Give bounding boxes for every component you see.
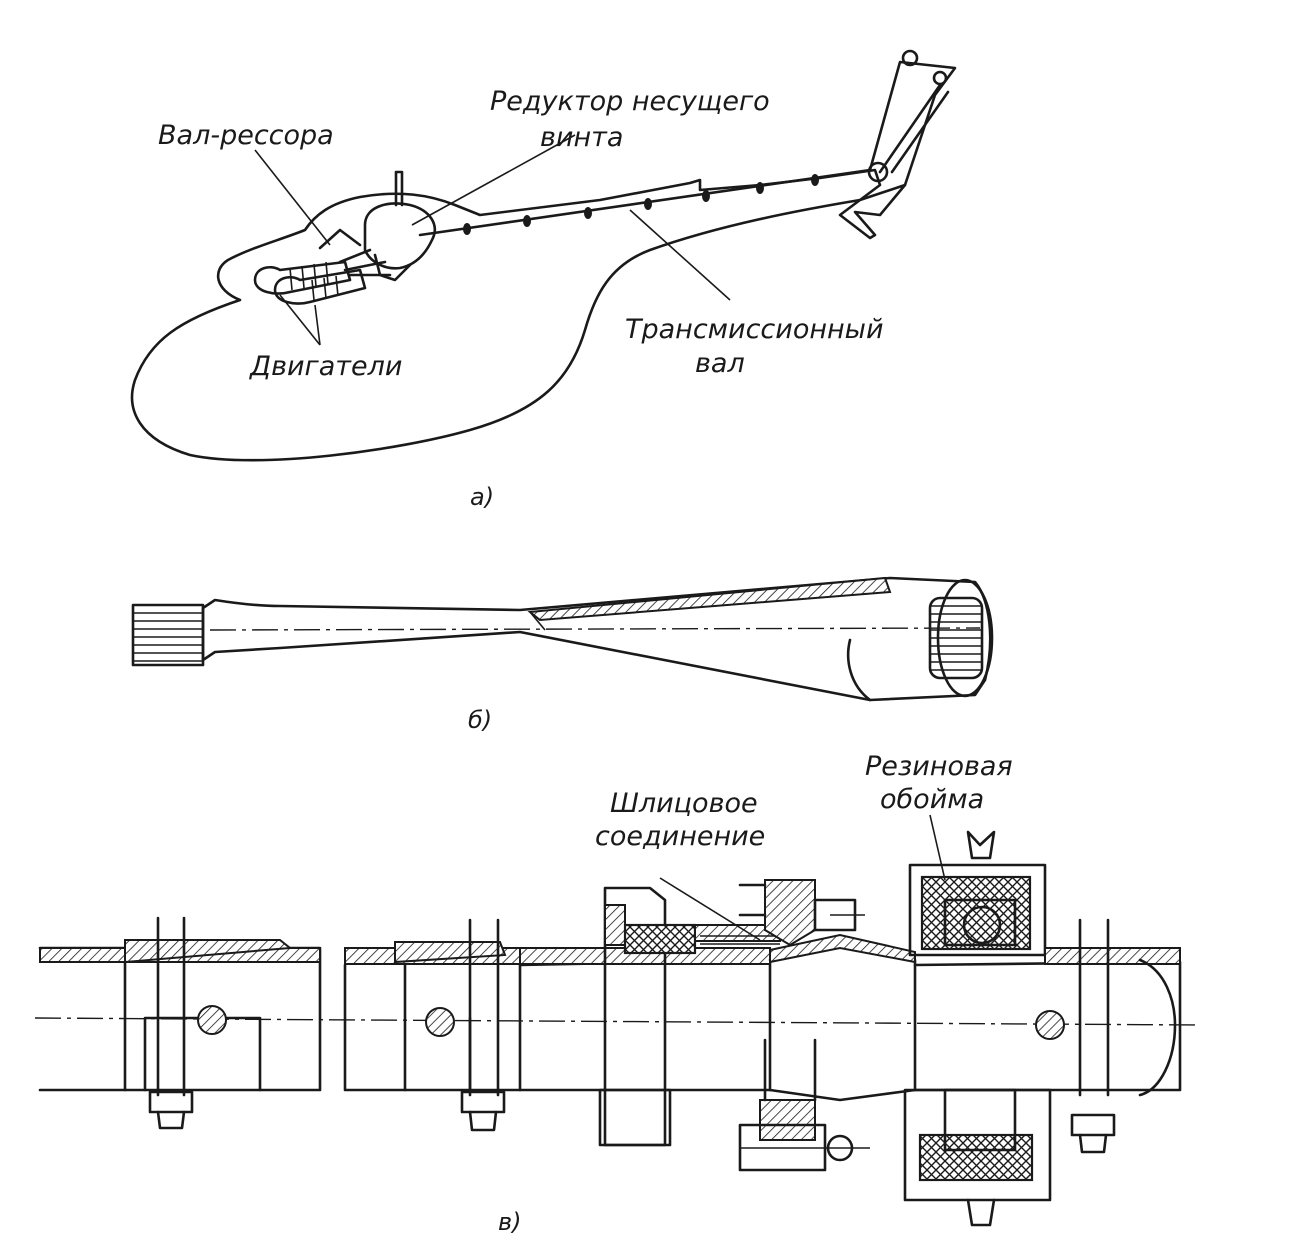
- rotor-mast: [394, 170, 404, 207]
- leader-transmission: [629, 209, 731, 301]
- spline-rubber-insert: [623, 923, 697, 955]
- intermediate-gearbox-icon: [867, 161, 889, 183]
- left-spline-end: [131, 603, 205, 667]
- label-gearbox-line2: винта: [540, 122, 623, 153]
- right-nut-icon: [1070, 1113, 1116, 1137]
- rubber-sleeve-upper: [920, 875, 1032, 951]
- shaft-centerline: [209, 627, 981, 631]
- right-tube-wall: [1044, 947, 1181, 965]
- right-pin-icon: [1035, 1010, 1065, 1040]
- caption-a: а): [470, 483, 494, 511]
- label-shaft-spring: Вал-рессора: [158, 120, 334, 151]
- main-gearbox: [363, 202, 437, 270]
- shaft-body: [201, 576, 992, 702]
- label-engines: Двигатели: [249, 351, 402, 382]
- fuselage-outline: [130, 168, 882, 462]
- middle-pin-icon: [425, 1007, 455, 1037]
- label-rubber-line2: обойма: [880, 784, 984, 815]
- label-spline-line2: соединение: [595, 821, 765, 852]
- left-coupling-body: [123, 960, 262, 1092]
- left-nut-tip: [156, 1110, 186, 1130]
- section-edge: [529, 611, 546, 631]
- assembly-centerline: [34, 1017, 1201, 1026]
- left-nut-icon: [148, 1090, 194, 1114]
- leader-rubber: [929, 814, 946, 881]
- bearing-cage: [943, 898, 1017, 947]
- caption-v: в): [498, 1208, 522, 1236]
- gearbox-base: [373, 253, 412, 282]
- bearing-ball-icon: [962, 905, 1002, 945]
- tail-shaft-diagonal: [878, 83, 942, 174]
- left-bolt-shank: [156, 916, 186, 1097]
- shaft-segment: [518, 958, 772, 1092]
- middle-flange-section: [394, 941, 507, 964]
- leader-shaft-spring: [254, 149, 331, 246]
- right-spline-teeth: [930, 605, 982, 671]
- panel-a-helicopter: Редуктор несущего винта Вал-рессора Двиг…: [130, 49, 957, 511]
- hub-upper-section: [764, 879, 816, 947]
- bell-shoulder: [846, 638, 872, 702]
- hub-lower-section: [759, 1099, 816, 1141]
- shaft-wall-section: [527, 576, 892, 622]
- label-transmission-line2: вал: [695, 348, 745, 379]
- engines-group: [253, 228, 392, 305]
- label-rubber-line1: Резиновая: [865, 751, 1013, 782]
- right-nut-tip: [1078, 1133, 1108, 1154]
- right-bolt-shank: [1078, 918, 1110, 1097]
- right-tube-end: [1138, 958, 1177, 1097]
- left-pin-icon: [197, 1005, 227, 1035]
- label-transmission-line1: Трансмиссионный: [625, 314, 884, 345]
- tail-gearbox-icon: [932, 70, 948, 86]
- bearing-housing-upper: [908, 863, 1047, 957]
- middle-nut-tip: [468, 1110, 498, 1132]
- hub-web: [763, 1038, 817, 1102]
- lower-bolt-head-icon: [826, 1134, 854, 1162]
- tapered-shaft-wall: [769, 933, 916, 964]
- hub-upper-lines: [738, 883, 767, 917]
- lower-mount-lug: [966, 1198, 996, 1227]
- label-gearbox-line1: Редуктор несущего: [490, 86, 770, 117]
- left-flange-section: [124, 939, 293, 964]
- tail-fin-lower: [838, 183, 907, 240]
- leader-gearbox: [411, 134, 576, 226]
- label-spline-line1: Шлицовое: [610, 788, 758, 819]
- rubber-sleeve-lower: [918, 1133, 1034, 1182]
- leader-spline: [659, 877, 761, 941]
- caption-b: б): [468, 706, 492, 734]
- leader-engines: [279, 294, 321, 346]
- middle-bolt-shank: [468, 918, 500, 1097]
- left-spline-teeth: [133, 612, 203, 662]
- panel-v-coupling: Резиновая обойма Шлицовое соединение в): [34, 751, 1201, 1236]
- flange-lower-body: [598, 1088, 672, 1147]
- middle-nut-icon: [460, 1090, 506, 1114]
- upper-mount-lug: [966, 830, 996, 860]
- spline-teeth-lines: [700, 935, 780, 945]
- tail-rotor-hub-icon: [901, 49, 919, 67]
- panel-b-shaft-spring: б): [131, 576, 994, 734]
- tail-shaft-diagonal-2: [890, 90, 950, 174]
- flange-cut-upper: [604, 904, 626, 946]
- shaft-supports: [463, 174, 819, 235]
- middle-tube: [343, 963, 522, 1092]
- spline-coupling-flange: [603, 886, 667, 1147]
